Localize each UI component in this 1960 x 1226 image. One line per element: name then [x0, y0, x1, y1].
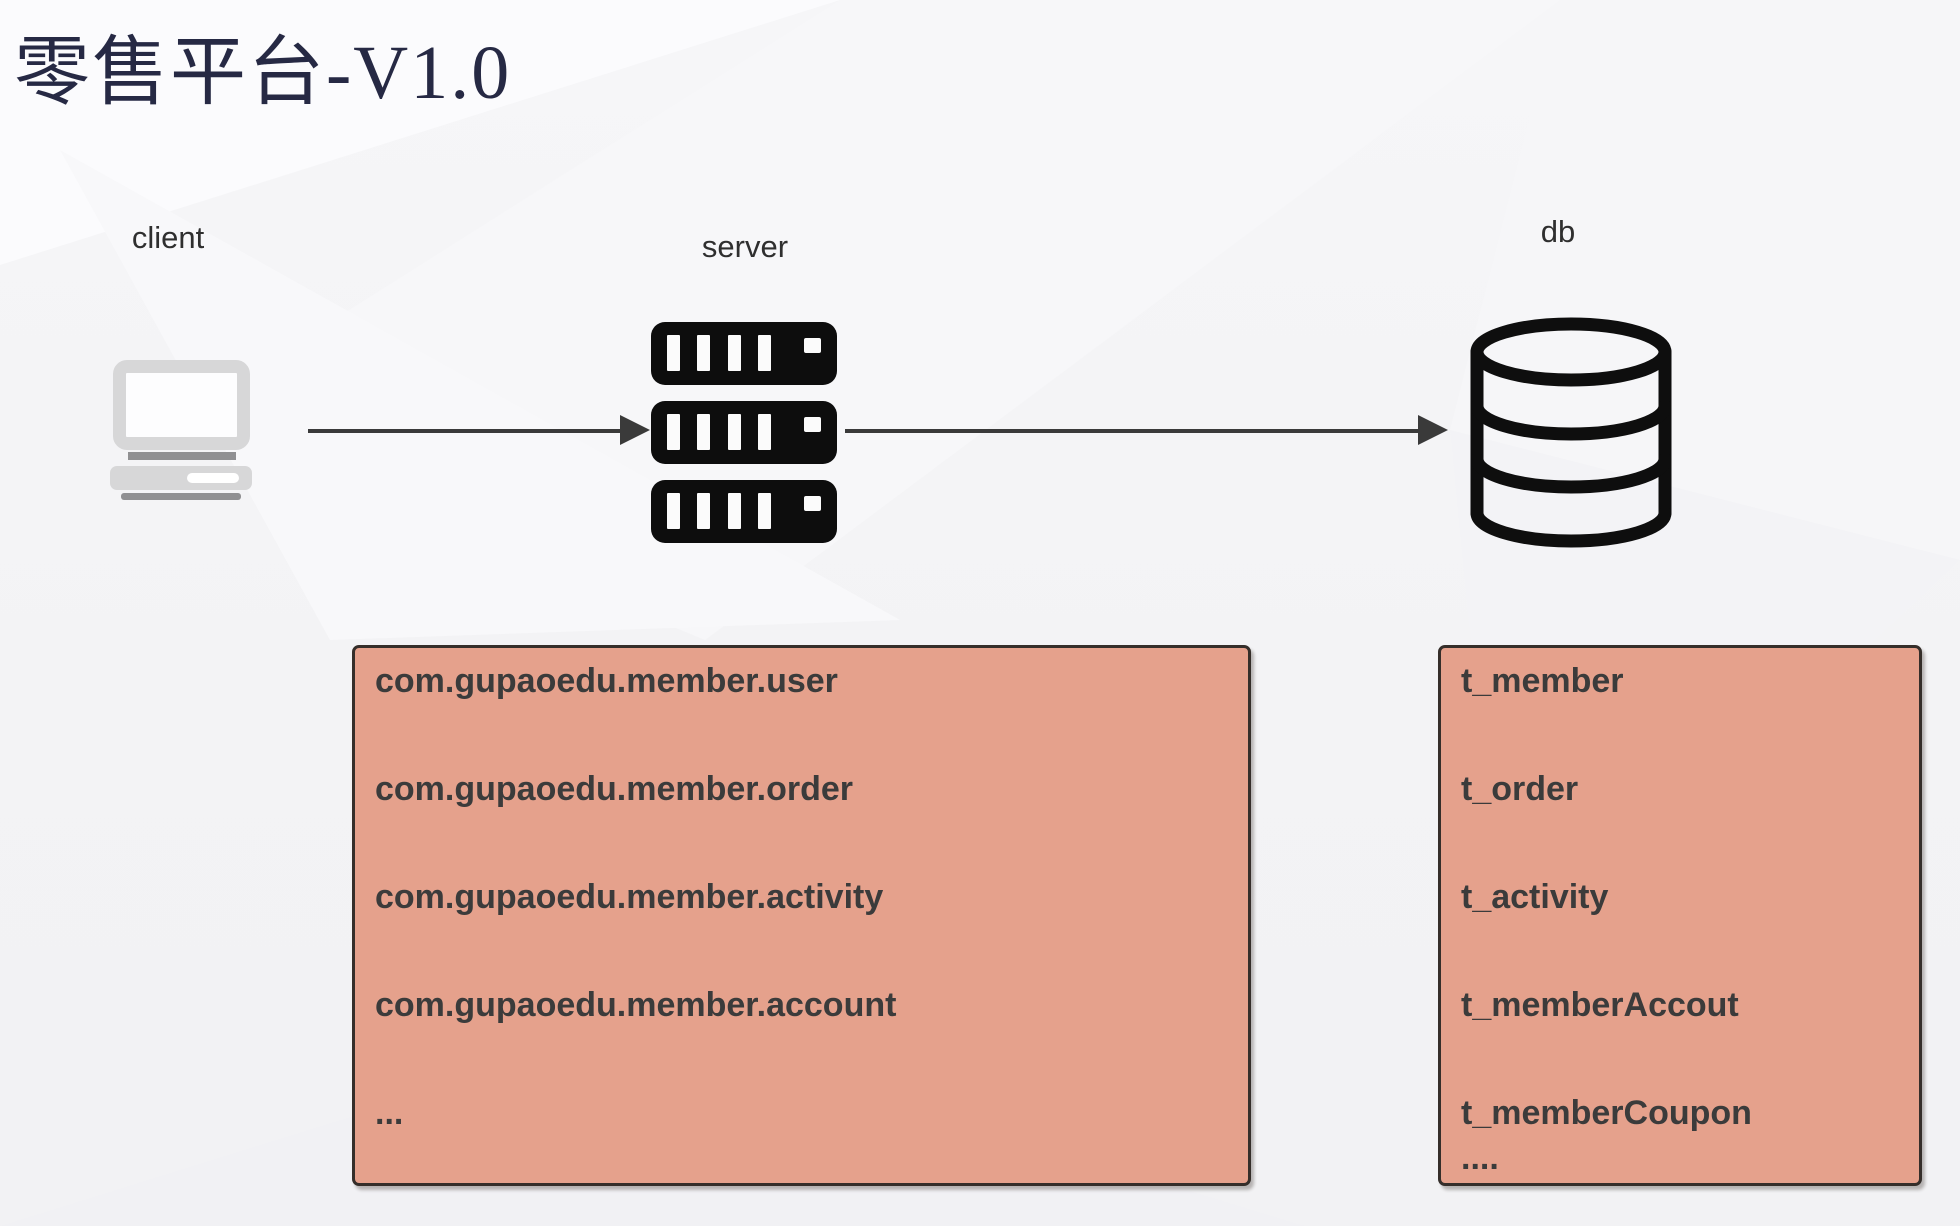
monitor-stand-shape [128, 452, 236, 460]
package-item-ellipsis: ... [375, 1094, 404, 1132]
server-packages-box: com.gupaoedu.member.user com.gupaoedu.me… [352, 645, 1251, 1186]
monitor-shape [113, 360, 250, 450]
table-item: t_activity [1461, 878, 1609, 916]
drive-slot-shape [187, 473, 239, 483]
table-item: t_memberAccout [1461, 986, 1739, 1024]
table-item: t_memberCoupon [1461, 1094, 1752, 1132]
table-item: t_order [1461, 770, 1579, 808]
package-item: com.gupaoedu.member.activity [375, 878, 884, 916]
table-item: t_member [1461, 662, 1624, 700]
database-cylinder-icon [1470, 317, 1672, 548]
client-label: client [131, 220, 205, 255]
package-item: com.gupaoedu.member.order [375, 770, 853, 808]
page-title: 零售平台-V1.0 [14, 31, 512, 115]
computer-base-shape [110, 466, 252, 490]
table-item-ellipsis: .... [1461, 1139, 1499, 1177]
db-label: db [1540, 214, 1576, 249]
server-unit [651, 322, 837, 385]
base-shadow-shape [121, 493, 241, 500]
server-unit [651, 480, 837, 543]
server-rack-icon [651, 322, 837, 543]
arrowhead-icon [620, 415, 650, 445]
server-unit [651, 401, 837, 464]
client-to-server-arrow [308, 429, 622, 433]
server-label: server [701, 229, 789, 264]
arrowhead-icon [1418, 415, 1448, 445]
server-to-db-arrow [845, 429, 1420, 433]
desktop-computer-icon [108, 360, 258, 502]
db-tables-box: t_member t_order t_activity t_memberAcco… [1438, 645, 1922, 1186]
package-item: com.gupaoedu.member.user [375, 662, 838, 700]
package-item: com.gupaoedu.member.account [375, 986, 897, 1024]
